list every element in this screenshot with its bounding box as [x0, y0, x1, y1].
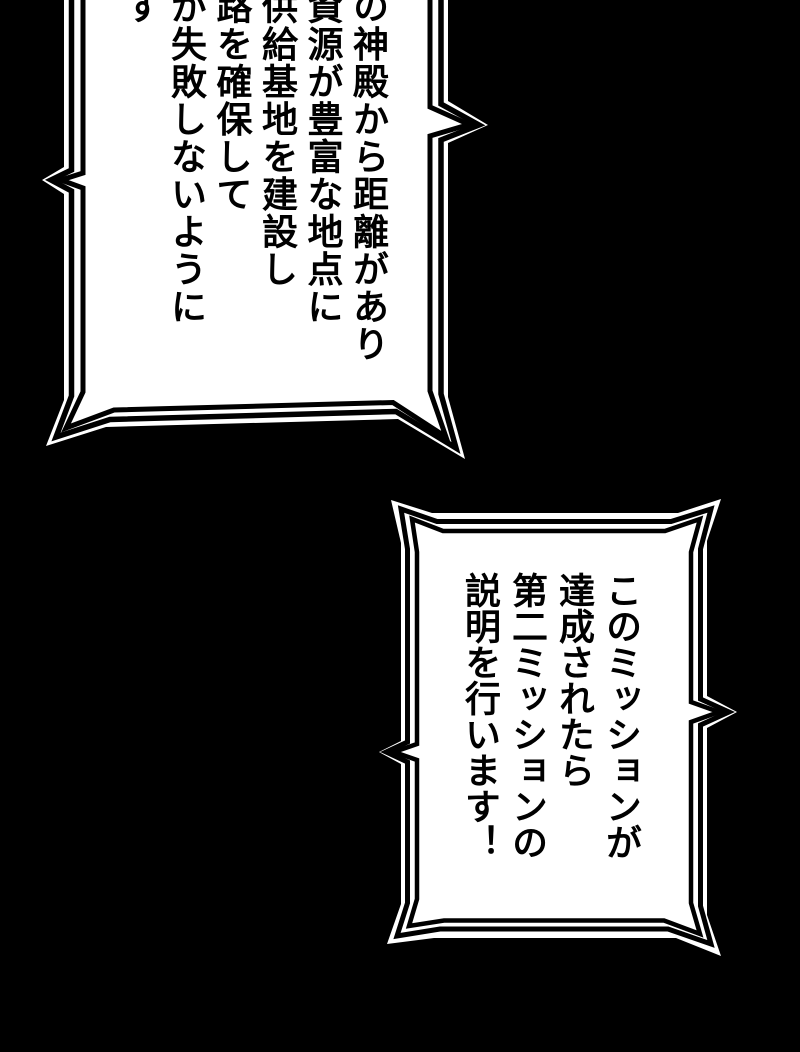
- speech-bubble-2: [379, 499, 737, 956]
- speech-bubble-1-inner-line: [53, 0, 477, 444]
- speech-bubble-2-text: このミッションが 達成されたら 第二ミッションの 説明を行います！: [459, 572, 641, 860]
- speech-bubble-1-outer-line: [44, 0, 486, 454]
- speech-bubble-1-body: [42, 0, 488, 459]
- speech-bubble-1: [42, 0, 488, 459]
- speech-bubble-2-body: [379, 499, 737, 956]
- speech-bubble-1-text: の神殿から距離があり 資源が豊富な地点に 供給基地を建設し 路を確保して が失敗…: [119, 0, 389, 363]
- speech-bubble-2-inner-line: [387, 515, 726, 938]
- speech-bubble-2-outer-line: [380, 505, 736, 948]
